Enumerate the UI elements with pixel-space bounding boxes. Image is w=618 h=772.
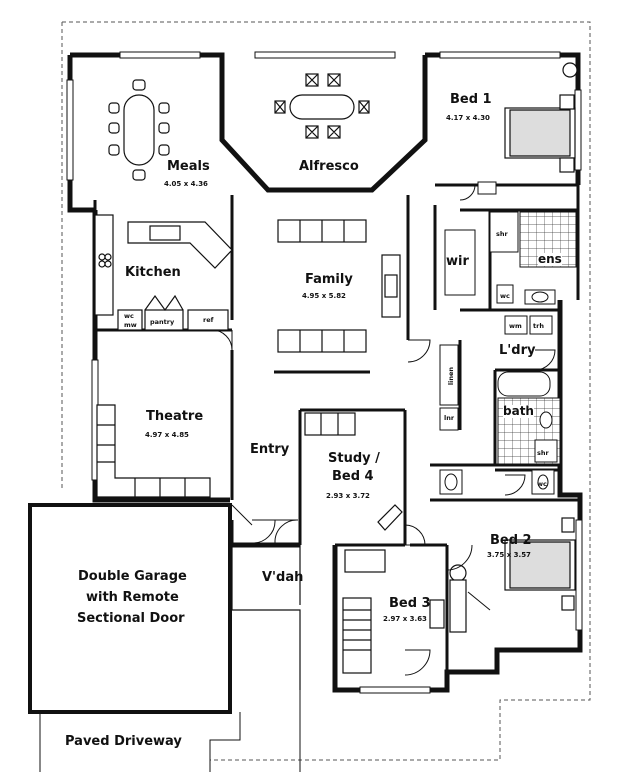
label-bed1: Bed 1 <box>450 92 492 107</box>
study-furniture <box>304 412 403 531</box>
windows <box>66 51 583 694</box>
bed1-bed <box>504 62 578 173</box>
label-study: Study / <box>328 451 380 466</box>
verandah-outline <box>231 545 301 690</box>
dims-bed1: 4.17 x 4.30 <box>446 114 490 122</box>
dims-family: 4.95 x 5.82 <box>302 292 346 300</box>
fixture-linen: linen <box>447 366 456 386</box>
ensuite <box>444 181 577 305</box>
fixture-lnr: lnr <box>444 414 455 422</box>
dims-bed2: 3.75 x 3.57 <box>487 551 531 559</box>
label-garage-2: with Remote <box>86 590 179 605</box>
fixture-ref: ref <box>203 316 214 324</box>
label-wir: wir <box>446 254 469 269</box>
label-family: Family <box>305 272 353 287</box>
label-bed3: Bed 3 <box>389 596 431 611</box>
meals-table <box>108 79 170 181</box>
bed2-bed <box>449 517 576 633</box>
label-garage-3: Sectional Door <box>77 611 185 626</box>
dims-study: 2.93 x 3.72 <box>326 492 370 500</box>
fixture-wc-bath: wc <box>537 480 547 488</box>
property-boundary <box>61 21 591 761</box>
driveway-outline <box>39 690 301 772</box>
fixture-shr-bath: shr <box>537 449 549 457</box>
label-driveway: Paved Driveway <box>65 734 182 749</box>
label-bath: bath <box>503 404 534 419</box>
label-laundry: L'dry <box>499 343 536 358</box>
dims-meals: 4.05 x 4.36 <box>164 180 208 188</box>
label-ens: ens <box>538 252 562 267</box>
family-sofas <box>274 219 401 374</box>
label-garage-1: Double Garage <box>78 569 187 584</box>
label-bed4: Bed 4 <box>332 469 374 484</box>
laundry-bath <box>439 315 561 495</box>
theatre-sofa <box>96 404 211 498</box>
label-entry: Entry <box>250 442 290 457</box>
fixture-wm: wm <box>509 322 522 330</box>
label-alfresco: Alfresco <box>299 159 359 174</box>
fixture-mw-kitchen: mw <box>124 321 137 329</box>
fixture-wc-kitchen: wc <box>124 312 134 320</box>
alfresco-table <box>274 73 370 139</box>
label-theatre: Theatre <box>146 409 204 424</box>
fixture-tub: trh <box>533 322 544 330</box>
bed3-bed <box>342 549 445 674</box>
fixture-wc-ens: wc <box>500 292 510 300</box>
dims-bed3: 2.97 x 3.63 <box>383 615 427 623</box>
fixture-shr-ens: shr <box>496 230 508 238</box>
dims-theatre: 4.97 x 4.85 <box>145 431 189 439</box>
fixture-pantry: pantry <box>150 318 175 326</box>
label-bed2: Bed 2 <box>490 533 532 548</box>
door-swings <box>211 184 556 676</box>
label-meals: Meals <box>167 159 210 174</box>
label-verandah: V'dah <box>262 570 304 585</box>
label-kitchen: Kitchen <box>125 265 181 280</box>
